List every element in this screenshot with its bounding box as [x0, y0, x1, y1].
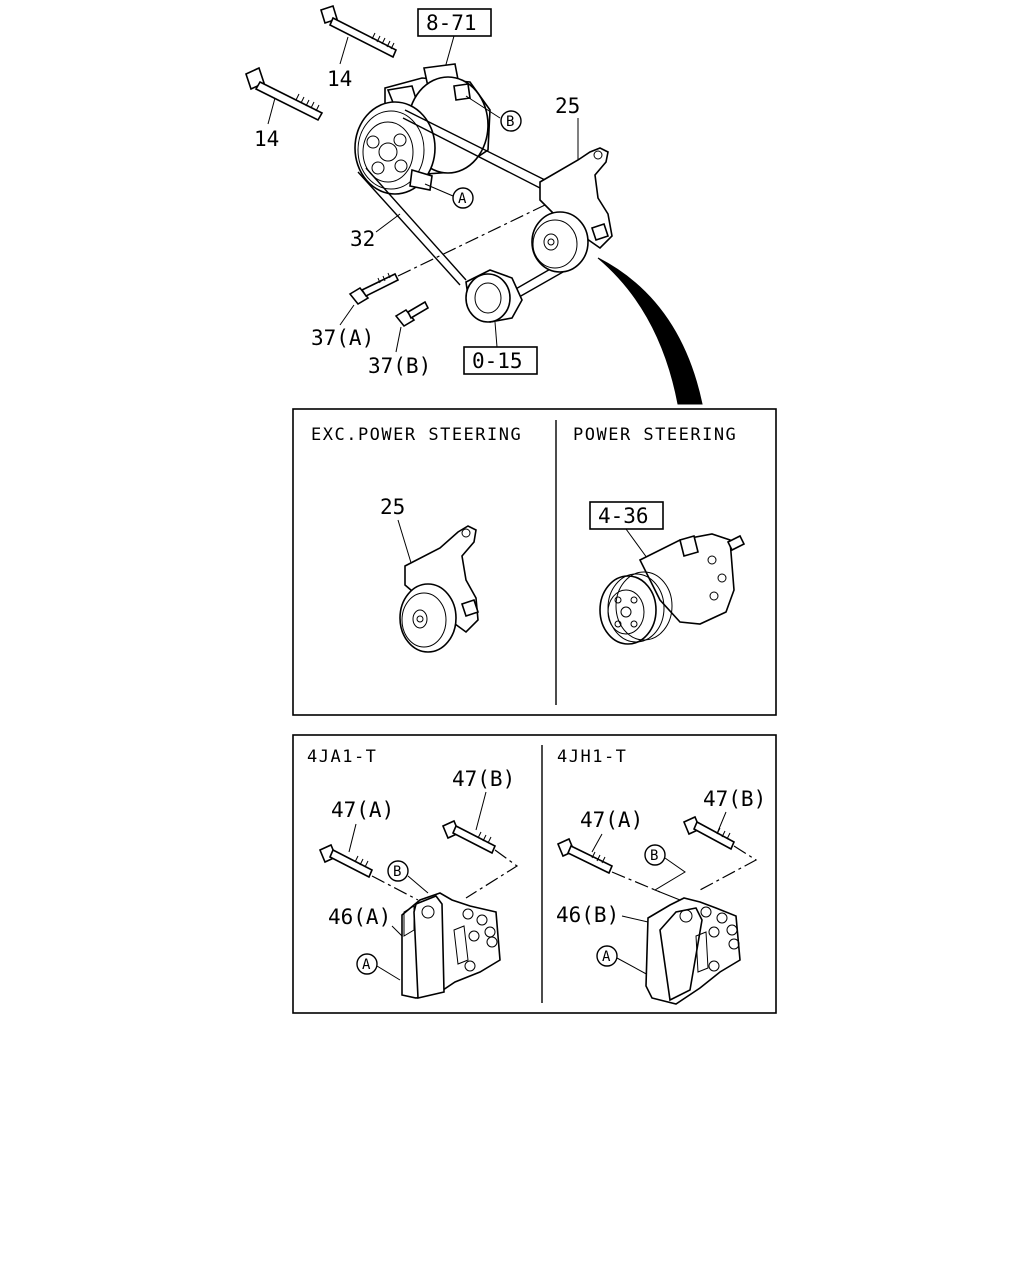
centerline-47a-4jh1t: [611, 871, 661, 893]
leader-47a-4jh1t: [591, 833, 603, 853]
steering-panel-frame: [292, 408, 777, 716]
title-4ja1t: 4JA1-T: [307, 747, 377, 767]
centerline-47b-4ja1t: [465, 849, 519, 899]
svg-text:A: A: [602, 949, 611, 965]
callout-arrow: [597, 257, 703, 405]
label-bolt-14-lower: 14: [254, 127, 279, 151]
engine-panel-frame: [292, 734, 777, 1014]
label-bracket-25-exc: 25: [380, 495, 405, 519]
centerline-47a-4ja1t: [371, 875, 419, 901]
leader-circle-a-4ja1t: [376, 965, 401, 981]
idler-bracket-exc-ps[interactable]: [399, 525, 480, 653]
leader-circle-b-4jh1t: [653, 857, 691, 905]
label-47a-4ja1t: 47(A): [331, 798, 394, 822]
leader-circle-a-4jh1t: [616, 957, 651, 977]
svg-text:A: A: [458, 191, 467, 207]
label-belt: 32: [350, 227, 375, 251]
engine-variant-panel: 4JA1-T 4JH1-T 47(B) 47(A) B 46(A) A: [292, 734, 777, 1014]
power-steering-pump[interactable]: [599, 533, 746, 645]
svg-text:0-15: 0-15: [472, 349, 523, 373]
bracket-46b[interactable]: [645, 897, 741, 1005]
title-power-steering: POWER STEERING: [573, 425, 737, 445]
svg-text:B: B: [650, 848, 658, 864]
svg-text:4-36: 4-36: [598, 504, 649, 528]
bolt-37a[interactable]: [348, 272, 400, 306]
label-47b-4jh1t: 47(B): [703, 787, 766, 811]
idler-bracket-assembly[interactable]: [531, 147, 613, 273]
circle-b-main: B: [500, 110, 522, 132]
leader-bracket-25-exc: [397, 519, 413, 567]
ref-box-compressor[interactable]: 8-71: [417, 8, 492, 37]
leader-bolt-37b: [395, 326, 402, 353]
svg-text:B: B: [506, 114, 514, 130]
centerline-37a: [397, 204, 546, 277]
leader-bolt-14-upper: [339, 36, 349, 65]
ac-compressor[interactable]: [354, 63, 491, 195]
leader-bolt-37a: [339, 304, 355, 326]
leader-bolt-14-lower: [267, 97, 276, 125]
svg-text:8-71: 8-71: [426, 11, 477, 35]
leader-47a-4ja1t: [348, 823, 357, 853]
circle-a-main: A: [452, 187, 474, 209]
bolt-14-upper[interactable]: [320, 4, 398, 59]
leader-belt: [375, 213, 401, 233]
leader-circle-b-4ja1t: [407, 875, 429, 894]
title-4jh1t: 4JH1-T: [557, 747, 627, 767]
bolt-14-lower[interactable]: [245, 66, 324, 122]
leader-compressor: [444, 35, 455, 69]
circle-b-4ja1t: B: [387, 860, 409, 882]
label-bolt-37b: 37(B): [368, 354, 431, 378]
steering-variant-panel: EXC.POWER STEERING POWER STEERING 25 4-3…: [292, 408, 777, 716]
circle-a-4jh1t: A: [596, 945, 618, 967]
bolt-47a-4jh1t[interactable]: [556, 837, 614, 875]
label-47a-4jh1t: 47(A): [580, 808, 643, 832]
bracket-46a[interactable]: [401, 892, 501, 999]
bolt-47a-4ja1t[interactable]: [318, 843, 374, 879]
label-bracket-25: 25: [555, 94, 580, 118]
leader-46b: [621, 915, 649, 923]
svg-text:A: A: [362, 957, 371, 973]
leader-circle-b-main: [465, 95, 501, 119]
bolt-47b-4ja1t[interactable]: [441, 819, 497, 855]
label-47b-4ja1t: 47(B): [452, 767, 515, 791]
leader-circle-a-main: [424, 183, 454, 197]
leader-crank-pulley: [494, 321, 498, 348]
label-bolt-37a: 37(A): [311, 326, 374, 350]
bolt-47b-4jh1t[interactable]: [682, 815, 736, 851]
label-46a: 46(A): [328, 905, 391, 929]
label-bolt-14-upper: 14: [327, 67, 352, 91]
centerline-47b-4jh1t: [699, 845, 758, 891]
ref-box-ps-pump[interactable]: 4-36: [589, 501, 664, 530]
title-exc-power-steering: EXC.POWER STEERING: [311, 425, 522, 445]
label-46b: 46(B): [556, 903, 619, 927]
circle-a-4ja1t: A: [356, 953, 378, 975]
circle-b-4jh1t: B: [644, 844, 666, 866]
crank-pulley[interactable]: [465, 269, 523, 323]
leader-47b-4ja1t: [475, 791, 487, 831]
svg-text:B: B: [393, 864, 401, 880]
ref-box-crank-pulley[interactable]: 0-15: [463, 346, 538, 375]
main-assembly: 8-71 14 14: [245, 4, 703, 405]
bolt-37b[interactable]: [394, 300, 430, 328]
